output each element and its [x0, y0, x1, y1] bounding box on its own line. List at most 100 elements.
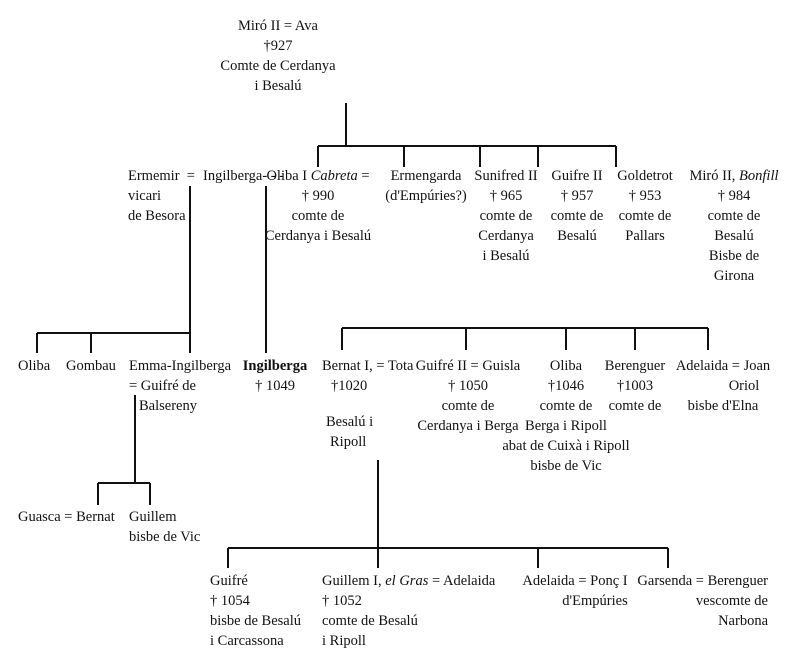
ermengarda-origin: (d'Empúries?)	[385, 188, 467, 204]
adelaida-ponc-couple: Adelaida = Ponç I	[522, 573, 628, 589]
bernat-couple: Bernat I, = Tota	[322, 358, 414, 374]
ermemir-name: Ermemir =	[128, 168, 195, 184]
miro2-see: Girona	[713, 268, 755, 284]
guifre-node: Guifré † 1054 bisbe de Besalú i Carcasso…	[210, 571, 301, 651]
oliba-abat-death: †1046	[547, 378, 585, 394]
root-title: Comte de Cerdanya	[220, 58, 336, 74]
berenguer-title: comte de	[608, 398, 662, 414]
emma-spouse: = Guifré de	[129, 378, 196, 394]
oliba-abat-title: comte de	[539, 398, 593, 414]
berenguer-node: Berenguer †1003 comte de	[600, 356, 670, 416]
miro2-bishop: Bisbe de	[708, 248, 760, 264]
oliba-abat-abbot: abat de Cuixà i Ripoll	[502, 438, 630, 454]
guillem-gras-couple: Guillem I, el Gras = Adelaida	[322, 573, 496, 589]
oliba-abat-bishop: bisbe de Vic	[530, 458, 602, 474]
root-title-2: i Besalú	[254, 78, 302, 94]
garsenda-spouse-title: vescomte de	[695, 593, 768, 609]
ingilberga-name: Ingilberga- - -	[203, 168, 285, 184]
goldetrot-name: Goldetrot	[617, 168, 673, 184]
guasca-node: Guasca = Bernat	[18, 507, 115, 527]
oliba-abat-county: Berga i Ripoll	[525, 418, 607, 434]
guifre2-name: Guifre II	[551, 168, 603, 184]
berenguer-death: †1003	[616, 378, 654, 394]
guifre2-death: † 957	[560, 188, 594, 204]
guifre-bishop: bisbe de Besalú	[210, 613, 302, 629]
oliba-name: Oliba	[18, 358, 51, 374]
guillem-gras-death: † 1052	[322, 593, 362, 609]
sunifred-name: Sunifred II	[474, 168, 538, 184]
bernat-county-2: Ripoll	[330, 434, 367, 450]
garsenda-couple: Garsenda = Berenguer	[637, 573, 768, 589]
oliba-cabreta-county: Cerdanya i Besalú	[264, 228, 372, 244]
ermemir-place: de Besora	[128, 208, 186, 224]
oliba-abat-name: Oliba	[549, 358, 583, 374]
guillem-gras-title-2: i Ripoll	[322, 633, 366, 649]
guifre2-node: Guifre II † 957 comte de Besalú	[546, 166, 608, 246]
root-node: Miró II = Ava †927 Comte de Cerdanya i B…	[206, 16, 350, 96]
guifre-guisla-node: Guifré II = Guisla † 1050 comte de Cerda…	[404, 356, 532, 436]
guifre-guisla-title: comte de	[441, 398, 495, 414]
adelaida-spouse: Oriol	[728, 378, 760, 394]
goldetrot-node: Goldetrot † 953 comte de Pallars	[612, 166, 678, 246]
guillem-title: bisbe de Vic	[129, 529, 201, 545]
ingilberga-b-name: Ingilberga	[242, 358, 308, 374]
adelaida-node: Adelaida = Joan Oriol bisbe d'Elna	[672, 356, 774, 416]
emma-node: Emma-Ingilberga = Guifré de Balsereny	[129, 356, 231, 416]
oliba-cabreta-node: Oliba I Cabreta = † 990 comte de Cerdany…	[262, 166, 374, 246]
goldetrot-county: Pallars	[625, 228, 665, 244]
bernat-node: Bernat I, = Tota †1020 Besalú i Ripoll	[322, 356, 413, 452]
guifre2-title: comte de	[550, 208, 604, 224]
bernat-death: †1020	[331, 378, 368, 394]
guifre-name: Guifré	[210, 573, 248, 589]
sunifred-county: Cerdanya	[478, 228, 534, 244]
miro2-death: † 984	[717, 188, 751, 204]
guillem-node: Guillem bisbe de Vic	[129, 507, 200, 547]
oliba-cabreta-death: † 990	[301, 188, 335, 204]
gombau-node: Gombau	[66, 356, 116, 376]
ermemir-node: Ermemir = vicari de Besora	[128, 166, 195, 226]
guifre-guisla-couple: Guifré II = Guisla	[415, 358, 521, 374]
guillem-gras-title: comte de Besalú	[322, 613, 418, 629]
emma-name: Emma-Ingilberga	[129, 358, 232, 374]
oliba-node: Oliba	[18, 356, 50, 376]
oliba-cabreta-title: comte de	[291, 208, 345, 224]
oliba-cabreta-name: Oliba I Cabreta =	[266, 168, 370, 184]
guasca-couple: Guasca = Bernat	[18, 509, 115, 525]
garsenda-node: Garsenda = Berenguer vescomte de Narbona	[630, 571, 768, 631]
guifre2-county: Besalú	[557, 228, 597, 244]
adelaida-ponc-node: Adelaida = Ponç I d'Empúries	[508, 571, 642, 611]
guillem-gras-node: Guillem I, el Gras = Adelaida † 1052 com…	[322, 571, 495, 651]
gombau-name: Gombau	[66, 358, 116, 374]
garsenda-spouse-place: Narbona	[718, 613, 768, 629]
goldetrot-title: comte de	[618, 208, 672, 224]
sunifred-title: comte de	[479, 208, 533, 224]
adelaida-couple: Adelaida = Joan	[675, 358, 771, 374]
sunifred-node: Sunifred II † 965 comte de Cerdanya i Be…	[470, 166, 542, 266]
miro2-title: comte de	[707, 208, 761, 224]
ermengarda-node: Ermengarda (d'Empúries?)	[374, 166, 478, 206]
oliba-abat-node: Oliba †1046 comte de Berga i Ripoll abat…	[496, 356, 636, 476]
bernat-county: Besalú i	[326, 414, 374, 430]
sunifred-death: † 965	[489, 188, 523, 204]
ermemir-role: vicari	[128, 188, 162, 204]
guillem-name: Guillem	[129, 509, 177, 525]
root-death: †927	[263, 38, 293, 54]
miro2-name: Miró II, Bonfill	[689, 168, 779, 184]
miro2-county: Besalú	[714, 228, 754, 244]
goldetrot-death: † 953	[628, 188, 662, 204]
miro2-node: Miró II, Bonfill † 984 comte de Besalú B…	[678, 166, 790, 286]
guifre-bishop-2: i Carcassona	[210, 633, 284, 649]
adelaida-spouse-title: bisbe d'Elna	[687, 398, 759, 414]
guifre-guisla-county: Cerdanya i Berga	[417, 418, 519, 434]
guifre-guisla-death: † 1050	[448, 378, 488, 394]
adelaida-ponc-place: d'Empúries	[562, 593, 628, 609]
berenguer-name: Berenguer	[604, 358, 666, 374]
emma-spouse-place: Balsereny	[139, 398, 197, 414]
sunifred-county-2: i Besalú	[482, 248, 530, 264]
ingilberga-b-node: Ingilberga † 1049	[236, 356, 314, 396]
ingilberga-b-death: † 1049	[255, 378, 295, 394]
ingilberga-node: Ingilberga- - -	[203, 166, 284, 186]
root-couple: Miró II = Ava	[238, 18, 318, 34]
guifre-death: † 1054	[210, 593, 250, 609]
